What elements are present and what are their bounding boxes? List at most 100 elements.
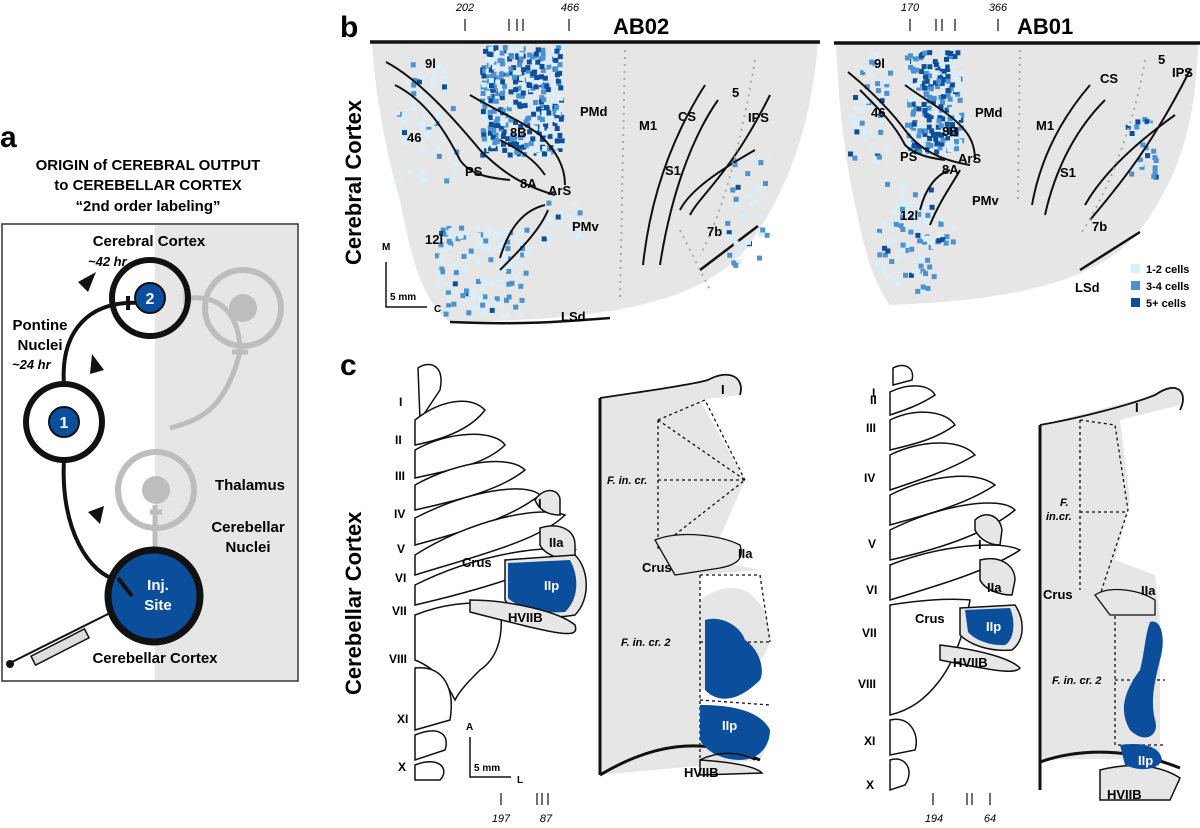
labeled-cell: [439, 230, 445, 236]
labeled-cell: [924, 78, 930, 84]
labeled-cell: [937, 216, 943, 222]
labeled-cell: [494, 119, 499, 125]
labeled-cell: [754, 188, 759, 194]
labeled-cell: [499, 50, 505, 56]
ab02-region-label: 12l: [425, 232, 443, 247]
labeled-cell: [413, 101, 419, 107]
ab01-region-label: LSd: [1075, 280, 1100, 295]
labeled-cell: [553, 57, 559, 63]
labeled-cell: [501, 141, 506, 147]
labeled-cell: [539, 103, 545, 108]
labeled-cell: [426, 129, 432, 135]
labeled-cell: [555, 78, 561, 84]
labeled-cell: [952, 71, 958, 77]
ab02-flat-hviib: HVIIB: [684, 765, 719, 780]
labeled-cell: [911, 121, 917, 127]
labeled-cell: [403, 79, 409, 85]
labeled-cell: [577, 210, 583, 216]
labeled-cell: [544, 129, 550, 135]
labeled-cell: [900, 242, 906, 248]
labeled-cell: [955, 50, 961, 56]
labeled-cell: [523, 119, 529, 125]
labeled-cell: [498, 107, 504, 113]
labeled-cell: [544, 105, 549, 110]
labeled-cell: [928, 187, 934, 193]
panel-c-letter: c: [340, 349, 357, 382]
labeled-cell: [950, 122, 955, 128]
labeled-cell: [497, 276, 503, 282]
labeled-cell: [536, 152, 542, 158]
labeled-cell: [499, 124, 505, 130]
labeled-cell: [882, 245, 888, 251]
labeled-cell: [438, 242, 444, 248]
ab01-region-label: IPS: [1172, 65, 1193, 80]
labeled-cell: [401, 118, 407, 124]
inj-label-2: Site: [144, 597, 172, 614]
labeled-cell: [749, 200, 755, 206]
ab02-inner-crus: Crus: [462, 555, 492, 570]
labeled-cell: [533, 100, 539, 105]
labeled-cell: [915, 82, 921, 88]
labeled-cell: [475, 233, 481, 238]
labeled-cell: [500, 113, 506, 119]
labeled-cell: [908, 53, 913, 59]
labeled-cell: [453, 288, 459, 294]
labeled-cell: [578, 232, 584, 238]
labeled-cell: [521, 67, 527, 73]
labeled-cell: [514, 141, 519, 147]
labeled-cell: [482, 104, 488, 110]
labeled-cell: [936, 231, 942, 237]
labeled-cell: [554, 72, 560, 78]
labeled-cell: [508, 66, 513, 72]
ab02-region-label: 8A: [520, 176, 537, 191]
inj-label-1: Inj.: [147, 577, 169, 594]
labeled-cell: [542, 146, 548, 152]
labeled-cell: [925, 141, 931, 147]
labeled-cell: [443, 75, 449, 81]
labeled-cell: [937, 74, 943, 80]
labeled-cell: [913, 223, 919, 229]
labeled-cell: [920, 289, 926, 295]
labeled-cell: [488, 257, 494, 263]
labeled-cell: [519, 106, 525, 112]
labeled-cell: [498, 242, 503, 248]
ab01-region-label: 9l: [874, 56, 885, 71]
labeled-cell: [935, 131, 941, 137]
labeled-cell: [916, 85, 922, 91]
labeled-cell: [927, 73, 932, 79]
ab02-region-label: LSd: [561, 309, 586, 324]
labeled-cell: [437, 257, 443, 263]
labeled-cell: [436, 153, 442, 159]
labeled-cell: [854, 129, 860, 135]
labeled-cell: [523, 142, 529, 148]
labeled-cell: [450, 106, 456, 112]
labeled-cell: [907, 83, 913, 89]
labeled-cell: [533, 84, 539, 90]
labeled-cell: [485, 69, 491, 75]
labeled-cell: [949, 63, 955, 69]
labeled-cell: [518, 283, 524, 289]
labeled-cell: [879, 98, 885, 104]
labeled-cell: [429, 77, 435, 83]
labeled-cell: [503, 227, 509, 233]
labeled-cell: [556, 101, 562, 107]
labeled-cell: [558, 74, 564, 80]
labeled-cell: [569, 227, 575, 233]
labeled-cell: [517, 62, 523, 68]
labeled-cell: [542, 151, 547, 157]
labeled-cell: [552, 121, 558, 126]
cerebellar-nuclei-label-1: Cerebellar: [211, 519, 285, 536]
labeled-cell: [945, 88, 951, 94]
labeled-cell: [861, 130, 867, 136]
labeled-cell: [486, 246, 492, 251]
ab02-region-label: 9l: [425, 56, 436, 71]
labeled-cell: [513, 274, 519, 280]
labeled-cell: [928, 86, 934, 92]
labeled-cell: [449, 279, 455, 285]
labeled-cell: [430, 152, 436, 158]
labeled-cell: [920, 194, 926, 200]
labeled-cell: [761, 194, 767, 200]
cerebral-cortex-ring: [109, 257, 191, 339]
